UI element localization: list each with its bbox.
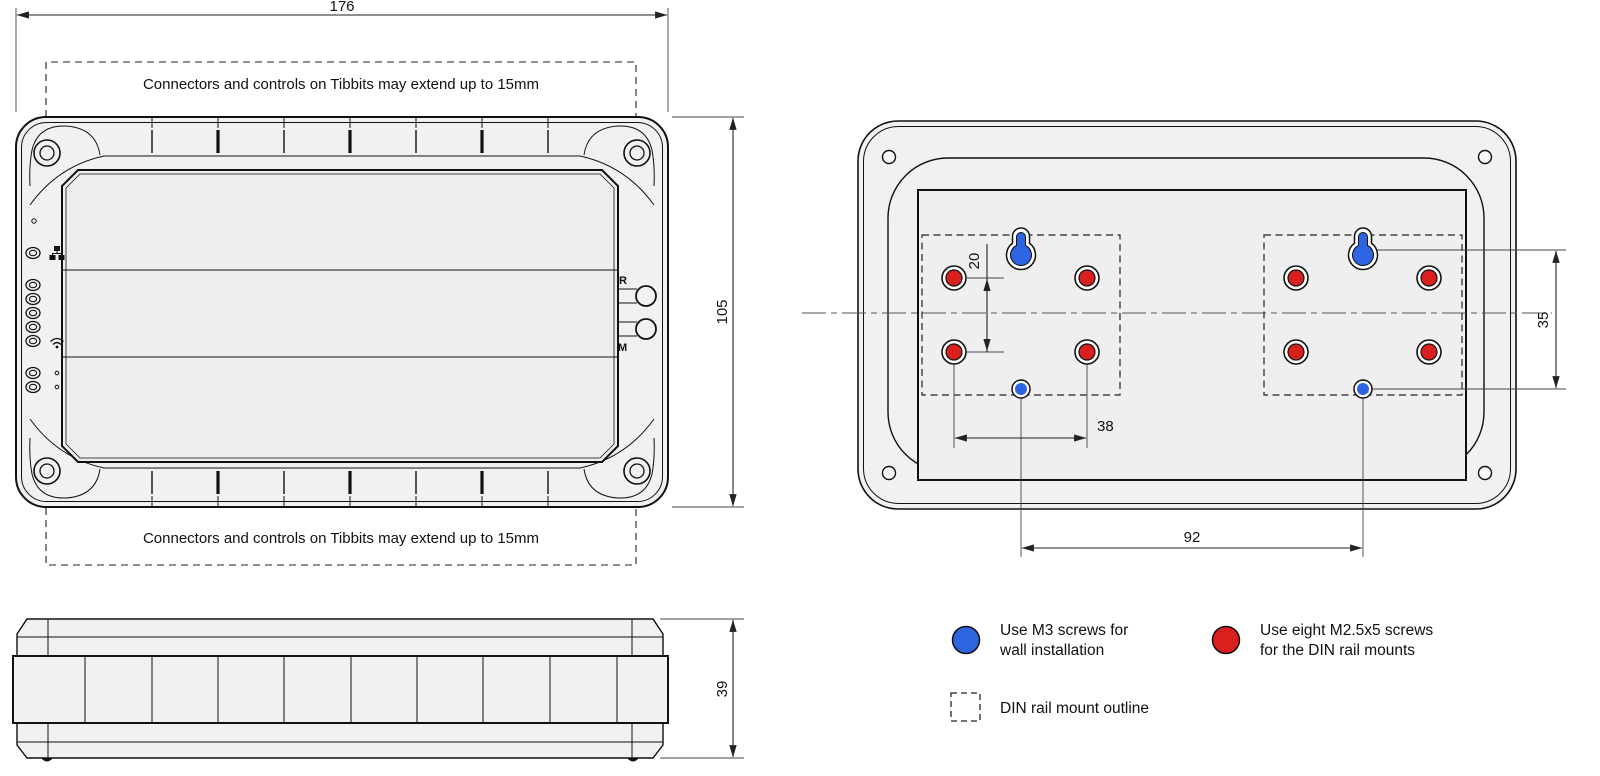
legend-din-screws: Use eight M2.5x5 screws for the DIN rail… (1211, 622, 1433, 659)
dim-label-depth: 39 (714, 681, 731, 698)
rubber-foot (41, 758, 53, 762)
legend-wall-line2: wall installation (999, 642, 1104, 659)
legend-blue-circle (951, 625, 981, 655)
front-view: 176 Connectors and controls on Tibbits m… (15, 0, 744, 566)
back-corner-hole (1477, 149, 1493, 165)
back-corner-hole (881, 149, 897, 165)
vent-ticks (151, 116, 549, 508)
tibbit-clearance-note-top: Connectors and controls on Tibbits may e… (45, 61, 637, 117)
ethernet-icon (49, 246, 65, 260)
legend-din-outline-label: DIN rail mount outline (1000, 700, 1149, 717)
back-enclosure-inner-line (863, 126, 1511, 504)
pinhole (54, 370, 60, 376)
back-corner-hole (1477, 465, 1493, 481)
legend-din-outline: DIN rail mount outline (950, 692, 1149, 722)
dimension-height-105: 105 (672, 116, 744, 508)
mode-button-label: M (618, 342, 627, 354)
dimension-wall-vertical-35: 35 (1535, 250, 1560, 389)
legend-dashed-square (950, 692, 981, 722)
indicator-column (25, 218, 65, 394)
mode-button: M (618, 318, 657, 354)
dim-label-38: 38 (1097, 418, 1114, 435)
dimension-width-176: 176 (15, 0, 669, 112)
dim-label-20: 20 (966, 253, 983, 270)
reset-button-label: R (619, 275, 627, 287)
back-corner-hole (881, 465, 897, 481)
reset-button: R (618, 275, 657, 307)
back-panel (917, 189, 1467, 481)
pinhole (54, 384, 60, 390)
legend-wall-screws: Use M3 screws for wall installation (951, 622, 1128, 659)
note-top-text: Connectors and controls on Tibbits may e… (143, 76, 539, 93)
dimension-wall-span-92: 92 (1021, 529, 1363, 552)
dim-label-width: 176 (329, 0, 354, 15)
legend-red-circle (1211, 625, 1241, 655)
tibbit-clearance-note-bottom: Connectors and controls on Tibbits may e… (45, 508, 637, 566)
legend-din-line2: for the DIN rail mounts (1260, 642, 1415, 659)
side-segment-dividers (84, 656, 618, 723)
side-view: 39 (12, 618, 744, 762)
pinhole (31, 218, 37, 224)
back-view: 20 38 92 35 (802, 120, 1566, 557)
tibbit-bay-area (61, 169, 619, 463)
dimension-hole-pitch-20: 20 (966, 244, 1004, 353)
dim-label-height: 105 (714, 299, 731, 324)
rubber-foot (627, 758, 639, 762)
note-bottom-text: Connectors and controls on Tibbits may e… (143, 530, 539, 547)
dimension-depth-39: 39 (660, 618, 744, 759)
side-mid-band (12, 655, 669, 724)
legend-din-line1: Use eight M2.5x5 screws (1260, 622, 1433, 639)
dimension-hole-pitch-38: 38 (954, 418, 1114, 442)
side-bottom-band (16, 722, 664, 759)
legend-wall-line1: Use M3 screws for (1000, 622, 1128, 639)
corner-brackets (29, 125, 655, 499)
dim-label-92: 92 (1184, 529, 1201, 546)
dim-label-35: 35 (1535, 312, 1552, 329)
wifi-icon (50, 337, 64, 349)
legend: Use M3 screws for wall installation Use … (950, 622, 1433, 722)
front-enclosure-inner-line (21, 122, 663, 502)
